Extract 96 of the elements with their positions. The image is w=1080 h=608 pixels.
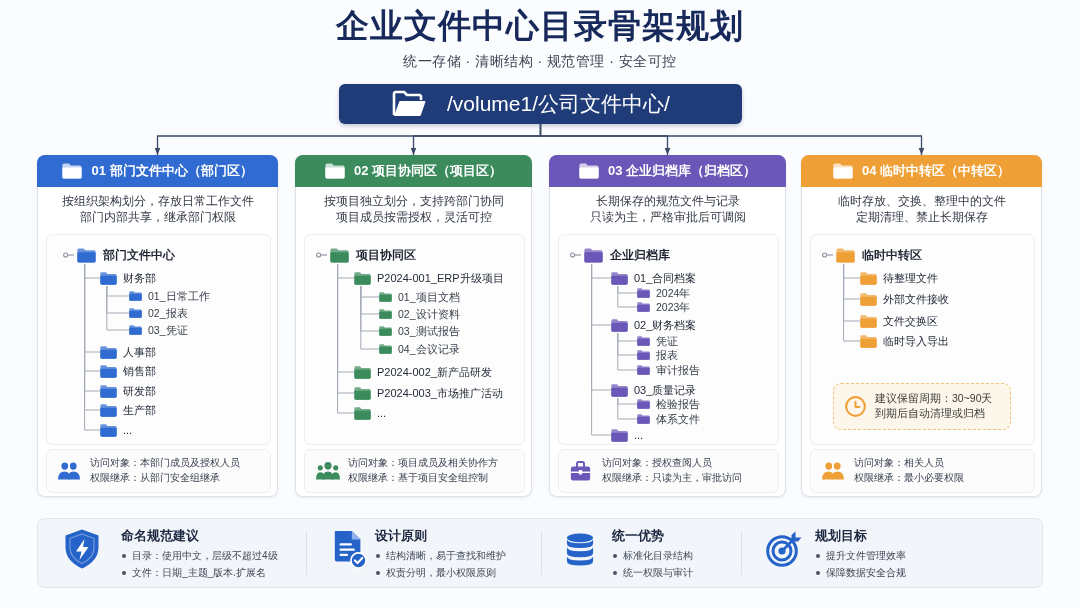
card-description: 长期保存的规范文件与记录: [595, 194, 740, 209]
card-title: 01 部门文件中心（部门区）: [91, 162, 253, 180]
access-panel: [304, 449, 525, 493]
bullet-text: 目录：使用中文，层级不超过4级: [132, 549, 278, 563]
folder-name: 体系文件: [656, 412, 700, 426]
folder-name: 销售部: [123, 364, 156, 379]
card-title: 02 项目协同区（项目区）: [353, 162, 503, 180]
folder-name: 02_财务档案: [634, 318, 697, 333]
tree-line: [360, 285, 380, 350]
tree-line: [106, 285, 130, 331]
folder-name: 01_项目文档: [398, 290, 460, 304]
folder-name: P2024-001_ERP升级项目: [377, 271, 504, 286]
tree-panel: [304, 234, 525, 445]
folder-name: ...: [634, 428, 644, 443]
access-info: 权限继承：基于项目安全组控制: [348, 471, 488, 485]
folder-name: 03_测试报告: [398, 324, 460, 338]
section-title: 设计原则: [375, 527, 427, 545]
note-text: 到期后自动清理或归档: [875, 406, 985, 421]
bullet-text: 统一权限与审计: [623, 566, 693, 580]
access-panel: [46, 449, 271, 493]
tree-line: [617, 285, 638, 308]
card-description: 只读为主，严格审批后可调阅: [589, 210, 746, 225]
access-info: 权限继承：最小必要权限: [854, 471, 964, 485]
page-title: 企业文件中心目录骨架规划: [336, 6, 744, 46]
folder-name: 报表: [656, 348, 678, 362]
section-title: 规划目标: [815, 527, 867, 545]
folder-name: 01_合同档案: [634, 271, 697, 286]
tree-panel: [46, 234, 271, 445]
access-info: 权限继承：只读为主，审批访问: [602, 471, 742, 485]
folder-name: 生产部: [123, 403, 156, 418]
folder-name: 待整理文件: [883, 271, 938, 286]
folder-name: 企业归档库: [610, 247, 670, 263]
card-description: 项目成员按需授权，灵活可控: [335, 210, 492, 225]
folder-name: P2024-002_新产品研发: [377, 365, 492, 380]
card-description: 临时存放、交换、整理中的文件: [837, 194, 1006, 209]
folder-name: 文件交换区: [883, 314, 938, 329]
zone-card: [549, 155, 786, 497]
folder-name: 临时中转区: [862, 248, 922, 263]
folder-name: 2024年: [656, 286, 691, 300]
folder-name: 人事部: [123, 345, 156, 360]
tree-panel: [810, 234, 1035, 445]
section-title: 统一优势: [612, 527, 664, 545]
folder-name: 研发部: [123, 384, 156, 399]
summary-panel: [37, 518, 1043, 588]
card-title: 04 临时中转区（中转区）: [861, 162, 1011, 180]
access-info: 访问对象：本部门成员及授权人员: [90, 456, 240, 470]
bullet-text: 文件：日期_主题_版本.扩展名: [132, 566, 266, 580]
access-info: 访问对象：项目成员及相关协作方: [348, 456, 498, 470]
access-info: 权限继承：从部门安全组继承: [90, 471, 220, 485]
retention-note: [833, 383, 1011, 430]
tree-panel: [558, 234, 779, 445]
access-info: 访问对象：相关人员: [854, 456, 944, 470]
folder-name: 项目协同区: [356, 248, 416, 263]
access-panel: [558, 449, 779, 493]
folder-name: 02_报表: [148, 306, 188, 320]
folder-name: P2024-003_市场推广活动: [377, 386, 503, 401]
folder-name: ...: [123, 423, 133, 438]
bullet-text: 保障数据安全合规: [826, 566, 906, 580]
section-title: 命名规范建议: [121, 527, 199, 545]
subtitle: 统一存储 · 清晰结构 · 规范管理 · 安全可控: [403, 52, 677, 71]
folder-name: ...: [377, 406, 387, 421]
card-description: 定期清理、禁止长期保存: [855, 210, 988, 225]
tree-line: [617, 332, 638, 371]
folder-name: 财务部: [123, 271, 156, 286]
folder-name: 2023年: [656, 300, 691, 314]
bullet-text: 提升文件管理效率: [826, 549, 906, 563]
folder-name: 04_会议记录: [398, 342, 460, 356]
tree-line: [617, 397, 638, 420]
card-description: 部门内部共享，继承部门权限: [79, 210, 236, 225]
connector-arrow: [539, 123, 925, 156]
tree-line: [843, 263, 861, 342]
bullet-text: 权责分明，最小权限原则: [386, 566, 496, 580]
folder-name: 01_日常工作: [148, 289, 210, 303]
folder-name: 审计报告: [656, 363, 700, 377]
note-text: 建议保留周期：30~90天: [875, 391, 993, 406]
folder-name: 部门文件中心: [103, 247, 175, 263]
zone-card: [295, 155, 532, 497]
access-panel: [810, 449, 1035, 493]
folder-name: 凭证: [656, 334, 678, 348]
root-folder-bar: [339, 84, 742, 124]
access-info: 访问对象：授权查阅人员: [602, 456, 712, 470]
tree-line: [591, 263, 612, 436]
bullet-text: 标准化目录结构: [623, 549, 693, 563]
folder-name: 外部文件接收: [883, 292, 949, 307]
folder-name: 检验报告: [656, 397, 700, 411]
folder-name: 临时导入导出: [883, 334, 949, 349]
card-description: 按项目独立划分，支持跨部门协同: [323, 194, 504, 209]
bullet-text: 结构清晰，易于查找和维护: [386, 549, 506, 563]
folder-name: 02_设计资料: [398, 307, 460, 321]
zone-card: [801, 155, 1042, 497]
zone-card: [37, 155, 278, 497]
card-title: 03 企业归档库（归档区）: [607, 162, 757, 180]
folder-path: /volume1/公司文件中心/: [447, 92, 670, 116]
folder-name: 03_质量记录: [634, 383, 697, 398]
card-description: 按组织架构划分，存放日常工作文件: [61, 194, 254, 209]
folder-name: 03_凭证: [148, 323, 188, 337]
